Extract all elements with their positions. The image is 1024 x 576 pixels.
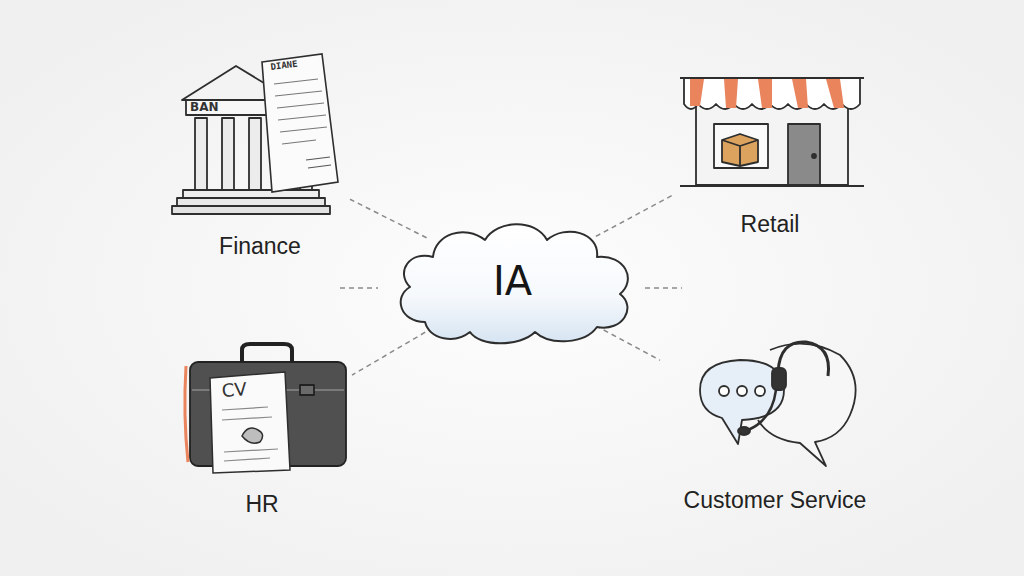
cv-icon [210, 372, 290, 473]
sector-label: Retail [672, 210, 868, 238]
headset-earcup [772, 368, 786, 390]
briefcase-highlight [185, 366, 188, 462]
sector-node: Customer Service [660, 330, 890, 514]
bank-step [172, 206, 330, 214]
bank-column [195, 118, 207, 190]
store-roofline [680, 77, 864, 79]
headset-mic-boom [748, 390, 776, 430]
store-window [714, 124, 768, 168]
briefcase-clasp [300, 385, 314, 395]
awning-stripe [690, 79, 844, 108]
document-scribble [306, 157, 331, 168]
chat-dot [719, 386, 729, 396]
sector-label: HR [172, 490, 352, 518]
store-building [696, 105, 848, 185]
parcel-edge [722, 140, 758, 166]
store-awning [684, 78, 860, 109]
document-lines [274, 79, 327, 144]
bank-step [177, 198, 325, 206]
icon-text: CV [221, 378, 247, 401]
bank-column [249, 118, 261, 190]
store-ground [680, 185, 864, 187]
cv-stamp [242, 428, 263, 443]
sector-label: Finance [170, 232, 350, 260]
bank-step [183, 190, 319, 198]
door-knob [812, 154, 816, 158]
cv-lines [222, 407, 278, 461]
decor-dash [645, 287, 682, 289]
briefcase-handle [242, 344, 292, 362]
parcel-box [722, 134, 758, 166]
dashed-connector [596, 326, 660, 361]
cloud-label: IA [385, 212, 640, 350]
cloud-node: IA [385, 212, 640, 350]
document-icon [262, 54, 338, 192]
dashed-connector [352, 328, 433, 376]
document-sheet [262, 54, 338, 192]
sector-node: Retail [672, 48, 868, 238]
decor-dash [340, 287, 378, 289]
store-icon [680, 78, 864, 186]
store-door [788, 124, 820, 185]
sector-node: Finance [170, 48, 350, 260]
dashed-connector [350, 199, 427, 238]
sector-label: Customer Service [660, 486, 890, 514]
dashed-connector [596, 196, 672, 237]
sector-node: HR [172, 338, 352, 518]
headset-mic [738, 427, 750, 435]
cv-sheet [210, 372, 290, 473]
chat-dot [755, 386, 765, 396]
chat-dot [737, 386, 747, 396]
icon-text: BAN [190, 100, 218, 114]
bank-column [222, 118, 234, 190]
support-icon [700, 342, 856, 466]
